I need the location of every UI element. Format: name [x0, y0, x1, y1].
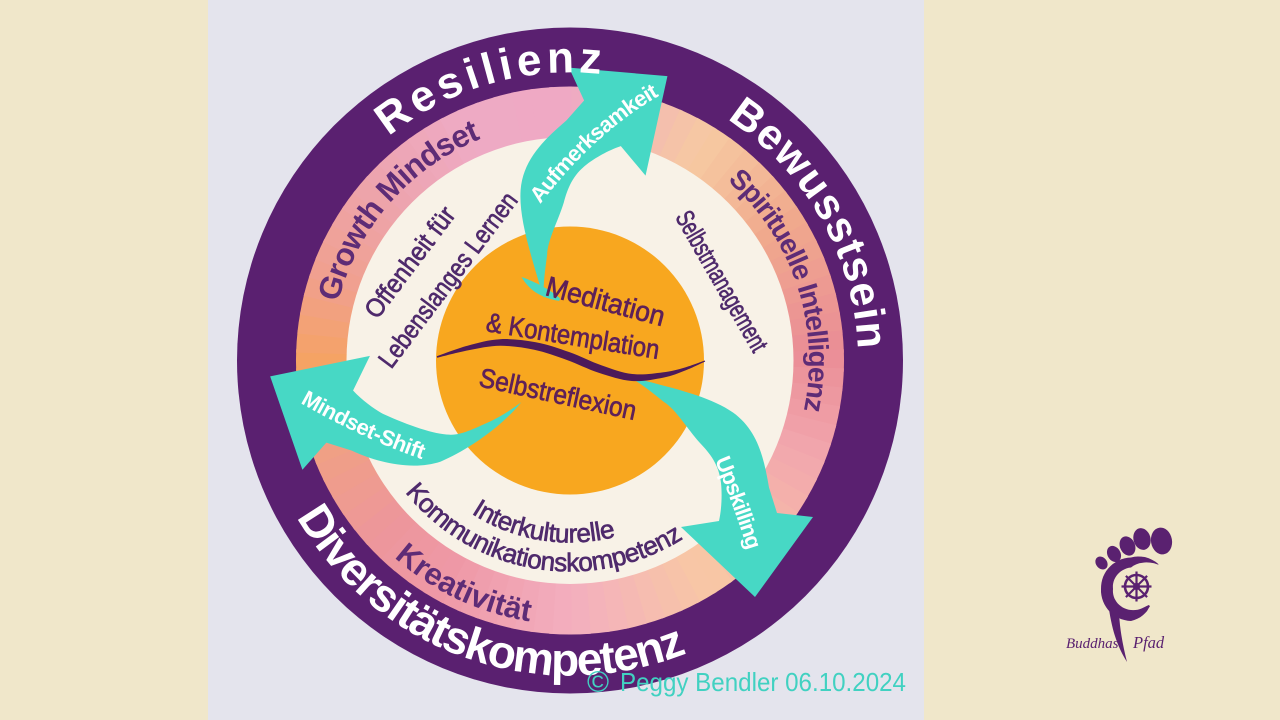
svg-text:Pfad: Pfad — [1132, 633, 1165, 652]
svg-text:Peggy Bendler 06.10.2024: Peggy Bendler 06.10.2024 — [620, 667, 906, 697]
svg-text:Buddhas: Buddhas — [1066, 636, 1119, 652]
svg-text:©: © — [587, 666, 609, 699]
